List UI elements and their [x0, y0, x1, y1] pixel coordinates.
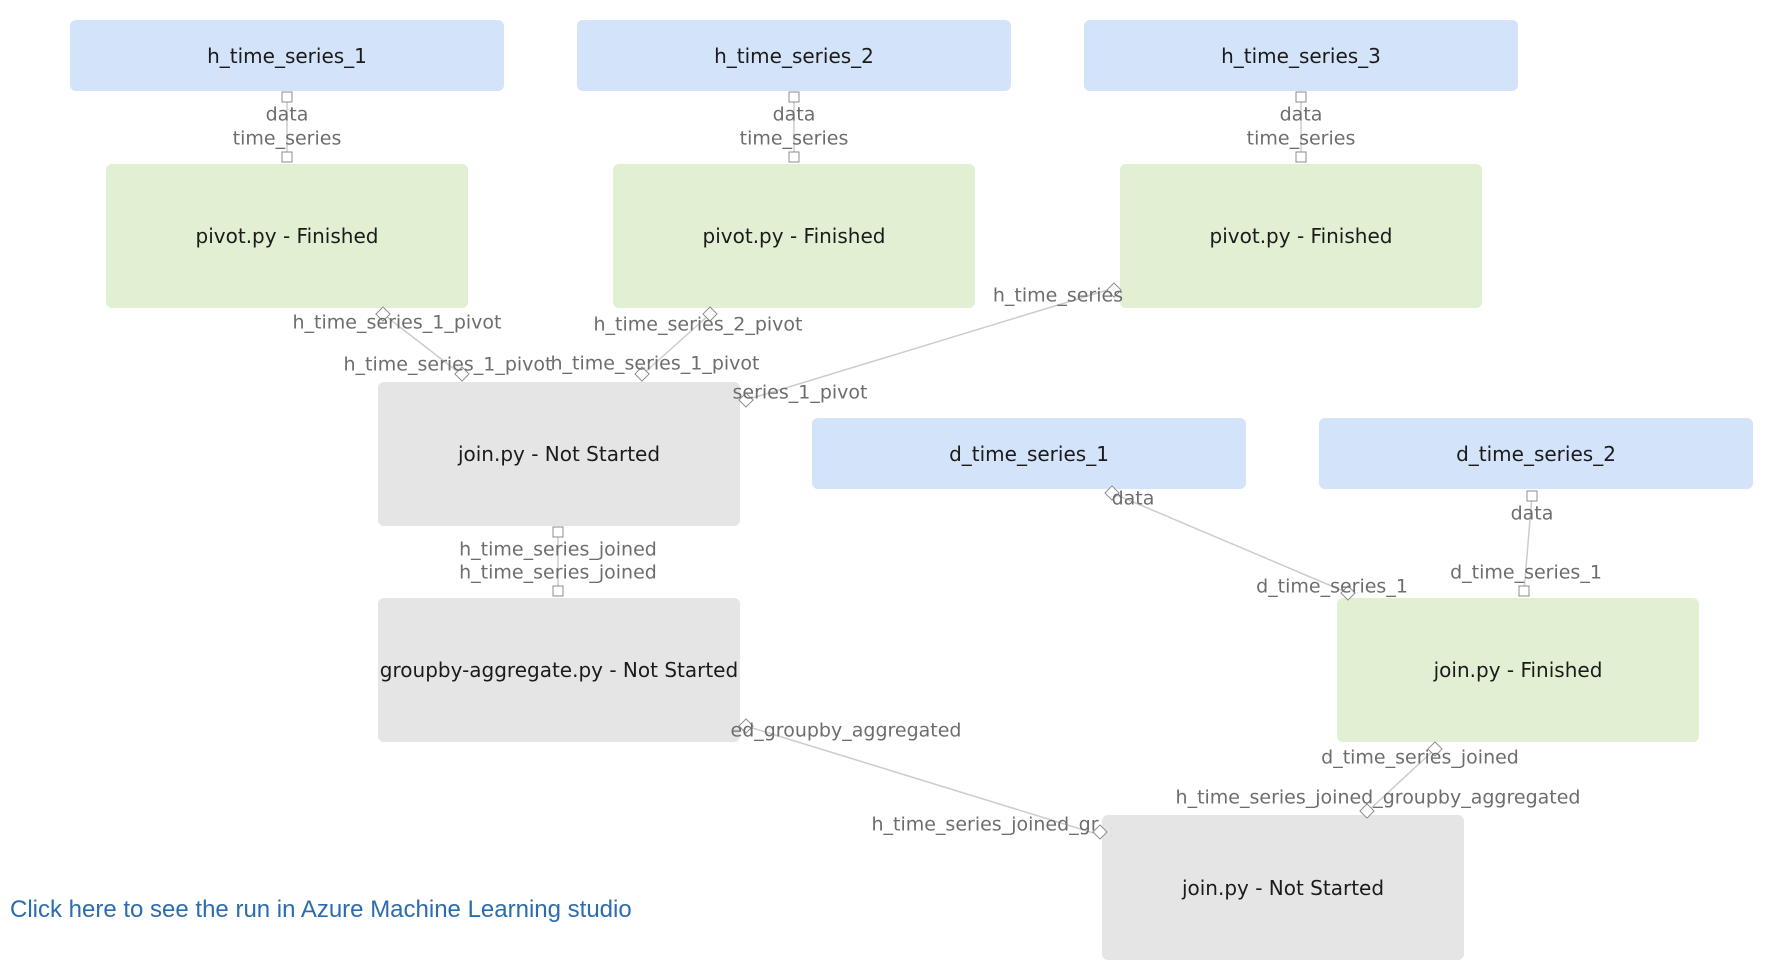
port-label-groupby-out: ed_groupby_aggregated	[730, 719, 962, 742]
edge-pivot1-join	[382, 313, 463, 376]
port-label-h-joined-in: h_time_series_joined	[459, 561, 657, 584]
port-pivot2-in[interactable]	[788, 151, 800, 163]
port-join-out[interactable]	[552, 526, 564, 538]
port-label-final-in-1: h_time_series_joined_groupby_aggregated	[1175, 786, 1581, 809]
node-pivot-1[interactable]: pivot.py - Finished	[106, 164, 468, 308]
port-label-joind-out: d_time_series_joined	[1321, 746, 1519, 769]
edge-joind-final	[1366, 748, 1436, 813]
node-join-final[interactable]: join.py - Not Started	[1102, 815, 1464, 960]
port-label-h3-pivot-out: h_time_series	[992, 284, 1124, 307]
port-label-pivot1-time-series: time_series	[232, 127, 342, 150]
port-label-dts2-data: data	[1510, 502, 1554, 525]
port-label-final-in-2: h_time_series_joined_gr	[871, 813, 1099, 836]
port-label-dts1-data: data	[1111, 487, 1155, 510]
port-label-h3-data: data	[1279, 103, 1323, 126]
port-label-join-in-1: h_time_series_1_pivot	[343, 353, 553, 376]
node-groupby-aggregate[interactable]: groupby-aggregate.py - Not Started	[378, 598, 740, 742]
edge-pivot2-join	[641, 313, 711, 376]
port-groupby-in[interactable]	[552, 585, 564, 597]
port-label-joind-in-2: d_time_series_1	[1450, 561, 1602, 584]
port-label-joind-in-1: d_time_series_1	[1256, 575, 1408, 598]
node-h-time-series-3[interactable]: h_time_series_3	[1084, 20, 1518, 91]
node-pivot-3[interactable]: pivot.py - Finished	[1120, 164, 1482, 308]
port-pivot1-in[interactable]	[281, 151, 293, 163]
node-h-time-series-2[interactable]: h_time_series_2	[577, 20, 1011, 91]
port-label-h1-pivot-out: h_time_series_1_pivot	[292, 311, 502, 334]
port-label-join-in-2: h_time_series_1_pivot	[550, 352, 760, 375]
port-label-h-joined-out: h_time_series_joined	[459, 538, 657, 561]
node-pivot-2[interactable]: pivot.py - Finished	[613, 164, 975, 308]
port-label-pivot2-time-series: time_series	[739, 127, 849, 150]
node-d-time-series-2[interactable]: d_time_series_2	[1319, 418, 1753, 489]
port-h2-out[interactable]	[788, 91, 800, 103]
port-label-pivot3-time-series: time_series	[1246, 127, 1356, 150]
node-join-d[interactable]: join.py - Finished	[1337, 598, 1699, 742]
port-h1-out[interactable]	[281, 91, 293, 103]
port-label-join-in-3: series_1_pivot	[732, 381, 868, 404]
port-dts2-out[interactable]	[1526, 490, 1538, 502]
node-h-time-series-1[interactable]: h_time_series_1	[70, 20, 504, 91]
node-d-time-series-1[interactable]: d_time_series_1	[812, 418, 1246, 489]
port-label-h1-data: data	[265, 103, 309, 126]
port-joind-in-2[interactable]	[1518, 585, 1530, 597]
port-label-h2-pivot-out: h_time_series_2_pivot	[593, 313, 803, 336]
node-join-h[interactable]: join.py - Not Started	[378, 382, 740, 526]
azure-ml-studio-link[interactable]: Click here to see the run in Azure Machi…	[10, 896, 632, 923]
edge-groupby-final	[745, 725, 1101, 836]
edge-dts1-joind	[1111, 492, 1349, 594]
edge-dts2-joind	[1523, 495, 1533, 592]
port-label-h2-data: data	[772, 103, 816, 126]
port-h3-out[interactable]	[1295, 91, 1307, 103]
port-pivot3-in[interactable]	[1295, 151, 1307, 163]
edge-pivot3-join	[745, 287, 1115, 401]
